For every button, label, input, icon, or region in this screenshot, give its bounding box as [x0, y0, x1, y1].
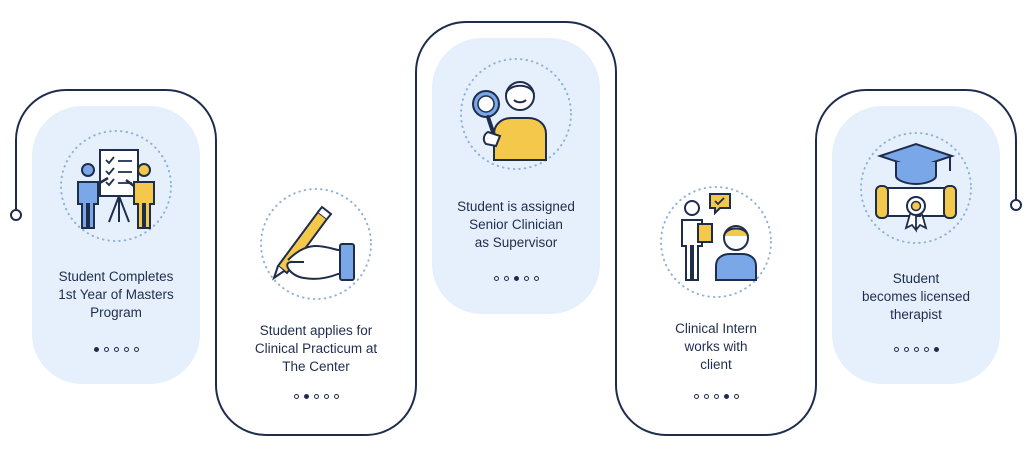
- step-2-text: Student applies for Clinical Practicum a…: [254, 323, 378, 374]
- progress-dot: [533, 276, 539, 281]
- progress-dot: [733, 394, 739, 399]
- progress-dot: [723, 394, 729, 399]
- person-magnifier-icon: [458, 56, 574, 172]
- progress-dot: [713, 394, 719, 399]
- step-1-progress-dots: [32, 347, 200, 352]
- graduation-diploma-icon: [858, 130, 974, 246]
- progress-dot: [523, 276, 529, 281]
- step-5-text: Student becomes licensed therapist: [861, 271, 971, 322]
- progress-dot: [323, 394, 329, 399]
- progress-dot: [313, 394, 319, 399]
- step-3-text: Student is assigned Senior Clinician as …: [457, 199, 575, 250]
- hand-writing-pen-icon: [258, 186, 374, 302]
- progress-dot: [503, 276, 509, 281]
- step-2-progress-dots: [232, 394, 400, 399]
- progress-dot: [513, 276, 519, 281]
- progress-dot: [303, 394, 309, 399]
- progress-dot: [693, 394, 699, 399]
- progress-dot: [133, 347, 139, 352]
- progress-dot: [123, 347, 129, 352]
- progress-dot: [933, 347, 939, 352]
- progress-dot: [923, 347, 929, 352]
- progress-dot: [333, 394, 339, 399]
- progress-dot: [93, 347, 99, 352]
- progress-dot: [893, 347, 899, 352]
- progress-dot: [103, 347, 109, 352]
- progress-dot: [703, 394, 709, 399]
- step-1-text: Student Completes 1st Year of Masters Pr…: [58, 269, 174, 320]
- step-4-progress-dots: [632, 394, 800, 399]
- step-3-progress-dots: [432, 276, 600, 281]
- step-5-progress-dots: [832, 347, 1000, 352]
- presentation-board-icon: [58, 128, 174, 244]
- progress-dot: [903, 347, 909, 352]
- consultation-icon: [658, 184, 774, 300]
- progress-dot: [913, 347, 919, 352]
- step-4-text: Clinical Intern works with client: [675, 321, 757, 372]
- progress-dot: [113, 347, 119, 352]
- progress-dot: [293, 394, 299, 399]
- progress-dot: [493, 276, 499, 281]
